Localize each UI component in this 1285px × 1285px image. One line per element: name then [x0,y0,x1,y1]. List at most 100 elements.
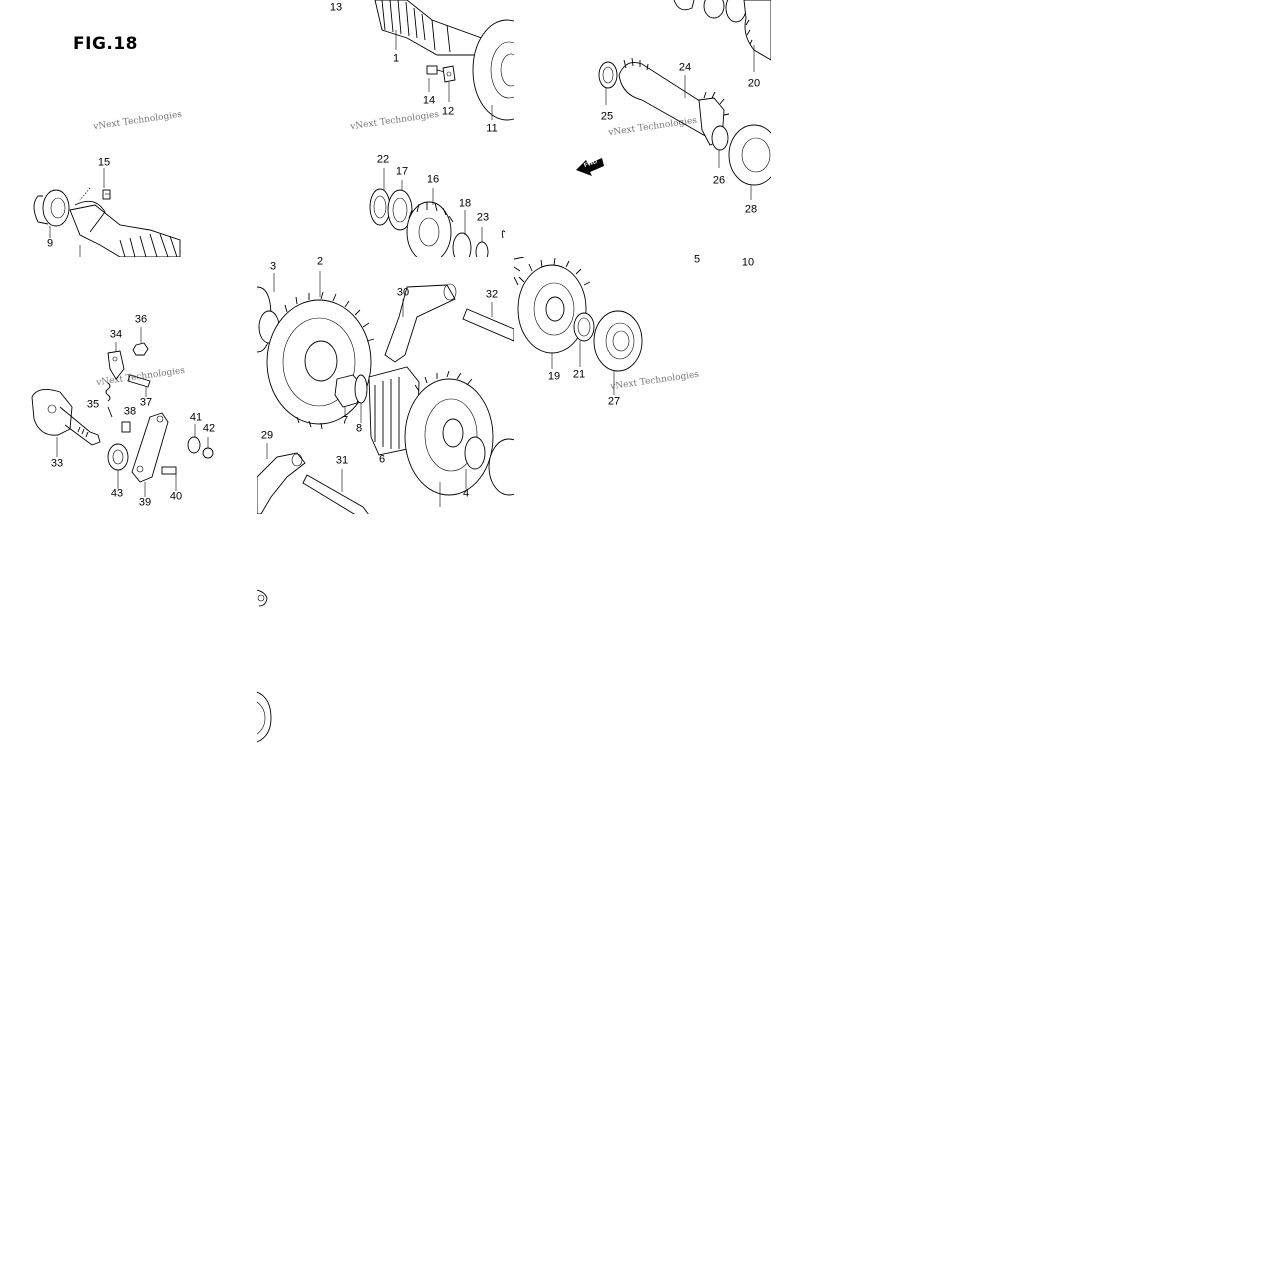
part-20-gear-cluster [673,0,771,61]
part-37-pin [127,374,151,388]
part-36-nut [132,342,149,356]
callout-15: 15 [97,156,111,169]
callout-14: 14 [422,94,436,107]
callout-31: 31 [335,454,349,467]
part-25-washer [598,61,618,89]
part-1-countershaft [374,0,493,56]
callout-17: 17 [395,165,409,178]
callout-1: 1 [392,52,400,65]
figure-title: FIG.18 [73,34,139,54]
part-23-circlip [475,241,489,257]
tile-center-drawing [257,271,514,514]
tile-top-right: FWD [514,0,771,257]
callout-25: 25 [600,110,614,123]
part-29-shift-fork [257,452,306,514]
callout-19: 19 [547,370,561,383]
callout-35: 35 [86,398,100,411]
part-2-driven-gear [266,291,375,430]
callout-26: 26 [712,174,726,187]
callout-9: 9 [46,237,54,250]
callout-34: 34 [109,328,123,341]
callout-33: 33 [50,457,64,470]
callout-20: 20 [747,77,761,90]
part-34-arm [107,350,125,380]
part-41-washer [187,436,201,454]
part-38-bolt [121,421,131,433]
part-11-bearing [472,19,514,121]
callout-21: 21 [572,368,586,381]
callout-11: 11 [486,122,498,135]
part-42-circlip [202,447,214,459]
callout-16: 16 [426,173,440,186]
callout-29: 29 [260,429,274,442]
callout-2: 2 [316,255,324,268]
part-4-washer [464,436,486,470]
callout-30: 30 [396,286,410,299]
callout-28: 28 [744,203,758,216]
part-39-shift-lever [131,412,169,483]
callout-8: 8 [355,422,363,435]
callout-42: 42 [202,422,216,435]
tile-lower-strip-drawing [257,589,272,743]
part-22-washer [369,188,391,226]
tile-f-fragment [514,276,519,286]
tile-middle-right [514,257,771,514]
callout-39: 39 [138,496,152,509]
part-12-lock-plate [442,65,456,83]
callout-13: 13 [329,1,343,14]
part-24-gear-shaft [618,57,730,146]
callout-4: 4 [462,487,470,500]
part-19-gear [514,257,591,354]
callout-10: 10 [741,256,755,269]
part-15-bolt [102,189,111,200]
part-fragment-bearing [257,691,272,743]
tile-top-right-drawing [576,0,771,200]
callout-7: 7 [341,414,349,427]
part-8-washer [354,374,368,404]
part-bearing-fragment [488,438,514,496]
callout-36: 36 [134,313,148,326]
part-33-shift-shaft [31,388,101,446]
tile-a-leader-lines [79,187,91,201]
callout-22: 22 [376,153,390,166]
part-27-bearing [593,310,643,372]
part-43-oil-seal [107,443,129,471]
callout-24: 24 [678,61,692,74]
tile-top-middle-drawing [369,0,514,257]
fwd-arrow-icon [576,158,604,176]
callout-23: 23 [476,211,490,224]
callout-41: 41 [189,411,203,424]
callout-27: 27 [607,395,621,408]
tile-top-left [0,0,257,257]
part-5-gear [404,370,494,496]
callout-40: 40 [169,490,183,503]
callout-6: 6 [378,453,386,466]
callout-37: 37 [139,396,153,409]
part-shaft-gear [69,200,181,257]
part-28-bearing [728,124,771,186]
tile-b-fragment [501,230,506,239]
part-30-shift-fork [384,283,457,363]
tile-center [257,257,514,514]
part-9-needle-bearing [33,189,70,227]
part-18-washer [452,232,472,257]
part-14-bolt [426,65,446,75]
callout-38: 38 [123,405,137,418]
tile-top-middle [257,0,514,257]
callout-3: 3 [269,260,277,273]
part-21-washer [573,312,595,342]
callout-12: 12 [441,105,455,118]
tile-top-left-drawing [33,168,181,257]
part-31-fork-shaft [302,474,369,514]
part-35-spring [105,382,113,418]
tile-middle-right-drawing [514,257,643,395]
part-40-bolt [161,466,177,475]
part-26-washer [711,125,729,151]
part-16-gear [406,201,454,257]
callout-18: 18 [458,197,472,210]
part-32-fork-shaft [462,308,514,342]
tile-lower-strip [257,514,514,771]
tile-middle-left-drawing [31,327,214,497]
callout-32: 32 [485,288,499,301]
